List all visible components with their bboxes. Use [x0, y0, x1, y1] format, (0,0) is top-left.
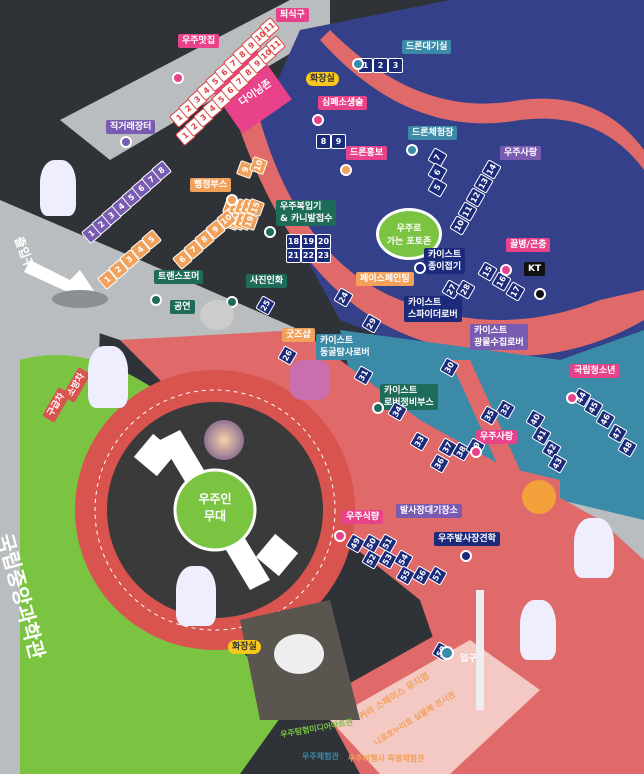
cpr-label: 심폐소생술	[318, 96, 368, 110]
booth-number: 21	[286, 248, 301, 263]
pin-food	[334, 530, 346, 542]
astronaut-illustration-3	[176, 566, 216, 626]
balloon-label: 꿀병/곤충	[506, 238, 551, 252]
restroom-bottom-label: 화장실	[228, 640, 261, 654]
pin-kaist-paper	[414, 262, 426, 274]
astronaut-illustration-5	[520, 600, 556, 660]
space-exp-label: 우주체험관	[302, 752, 339, 761]
astronaut-illustration-2	[88, 346, 128, 408]
pin-drone-promo	[340, 164, 352, 176]
pin-launch	[460, 550, 472, 562]
booth-number: 3	[388, 58, 403, 73]
launch-tour-label: 우주발사장견학	[434, 532, 500, 546]
jupiter-planet-icon	[204, 420, 244, 460]
kaist-spider-label: 카이스트 스파이더로버	[404, 296, 462, 322]
restroom-top-label: 화장실	[306, 72, 339, 86]
entrance2-label: 입구	[460, 654, 477, 664]
booth-number: 22	[301, 248, 316, 263]
spider-robot-icon	[200, 300, 234, 330]
pin-rover	[372, 402, 384, 414]
kaist-rover-label: 카이스트 로버정비부스	[380, 384, 438, 410]
pin-restaurant	[172, 72, 184, 84]
national-youth-label: 국립청소년	[570, 364, 620, 378]
space-love2-label: 우주사랑	[476, 430, 518, 444]
face-painting-label: 페이스페인팅	[356, 272, 414, 286]
launch-wait-label: 발사장대기장소	[396, 504, 462, 518]
kaist-cave-label: 카이스트 동굴탐사로버	[316, 334, 374, 360]
booth-number: 9	[331, 134, 346, 149]
drone-promo-label: 드론홍보	[346, 146, 388, 160]
astronaut-illustration	[40, 160, 76, 216]
kaist-paper-label: 카이스트 종이접기	[424, 248, 466, 274]
rover-icon	[290, 360, 330, 400]
pin-balloon	[500, 264, 512, 276]
pin-drone-racing	[352, 58, 364, 70]
drone-experience-label: 드론체험장	[408, 126, 458, 140]
special-exhibit-label: 우주비행사 특별체험관	[348, 754, 425, 763]
ufo-icon	[52, 290, 108, 308]
kt-label: KT	[524, 262, 546, 276]
space-stage-label: 우주인 무대	[198, 492, 232, 523]
space-restaurant-label: 우주맛집	[178, 34, 220, 48]
booth-number: 20	[316, 234, 331, 249]
kaist-mineral-label: 카이스트 광물수집로버	[470, 324, 528, 350]
performance-label: 공연	[170, 300, 195, 314]
pin-admin	[226, 194, 238, 206]
booth-number: 19	[301, 234, 316, 249]
astronaut-illustration-4	[574, 518, 614, 578]
exit-label: 퇴식구	[276, 8, 309, 22]
pin-kt	[534, 288, 546, 300]
space-combine-label: 우주복입기 & 카니발접수	[276, 200, 337, 226]
pin-drone-exp	[406, 144, 418, 156]
telescope-icon	[274, 634, 324, 674]
booth-number: 18	[286, 234, 301, 249]
space-food-label: 우주식량	[342, 510, 384, 524]
pin-love2	[470, 446, 482, 458]
drone-racing-label: 드론대기실	[402, 40, 452, 54]
pin-youth	[566, 392, 578, 404]
booth-number: 23	[316, 248, 331, 263]
pin-58	[440, 646, 454, 660]
goods-label: 굿즈샵	[282, 328, 315, 342]
mars-planet-icon	[522, 480, 556, 514]
pin-direct	[120, 136, 132, 148]
booth-number: 2	[373, 58, 388, 73]
pin-cpr	[312, 114, 324, 126]
photo-print-label: 사진인화	[246, 274, 288, 288]
pin-combine	[264, 226, 276, 238]
rocket-icon	[476, 590, 484, 710]
transformer-label: 트랜스포머	[154, 270, 204, 284]
pin-transformer	[150, 294, 162, 306]
direct-market-label: 직거래장터	[106, 120, 156, 134]
booth-number: 8	[316, 134, 331, 149]
admin-booth-label: 행정부스	[190, 178, 232, 192]
space-photo-label: 우주사랑	[500, 146, 542, 160]
